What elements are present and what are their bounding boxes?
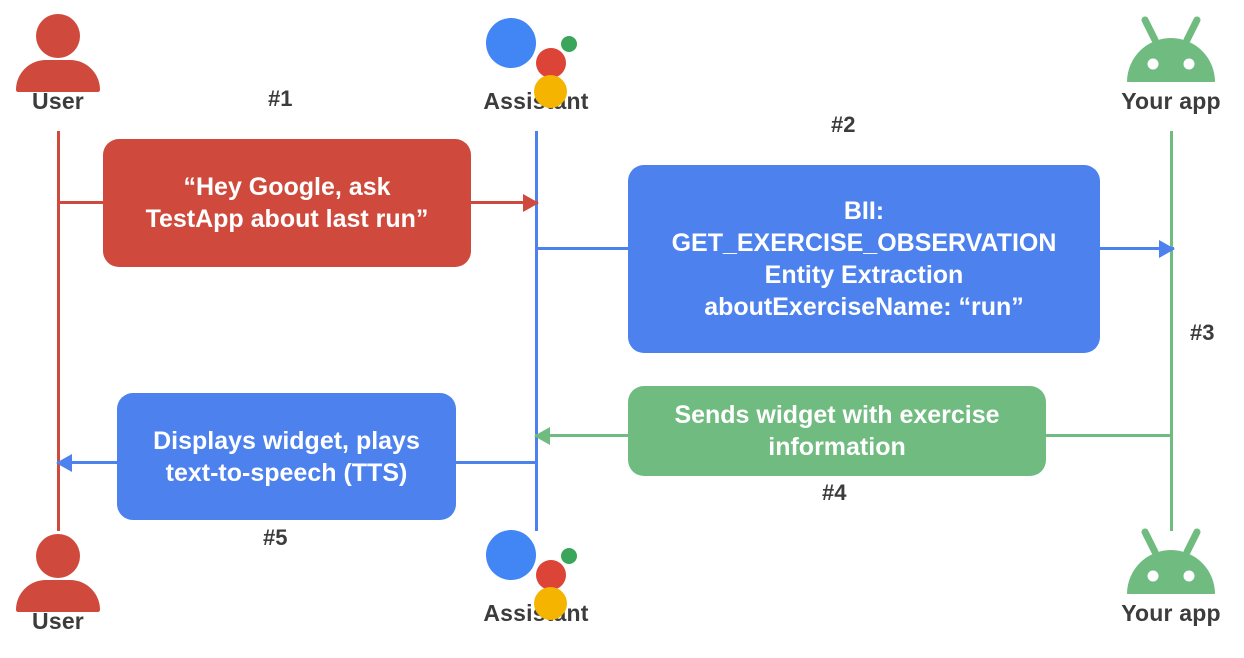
android-robot-icon [1091, 520, 1244, 602]
arrow-step1-to-assistant [466, 193, 539, 212]
actor-your-app-top: Your app [1091, 8, 1244, 113]
lifeline-your-app [1170, 131, 1173, 531]
arrow-step5-to-user [56, 453, 121, 472]
assistant-blue-dot-icon [486, 530, 536, 580]
actor-assistant-bottom: Assistant [456, 520, 616, 625]
lifeline-assistant [535, 131, 538, 531]
connector-assistant-to-step2 [535, 247, 633, 250]
message-box-step5: Displays widget, plays text-to-speech (T… [117, 393, 456, 520]
assistant-green-dot-icon [561, 548, 577, 564]
step-label-2: #2 [831, 112, 856, 137]
assistant-yellow-dot-icon [534, 75, 567, 108]
message-box-step2: BII: GET_EXERCISE_OBSERVATION Entity Ext… [628, 165, 1100, 353]
arrow-step2-to-your-app [1096, 239, 1175, 258]
person-body-icon [16, 60, 100, 92]
step-label-4: #4 [822, 480, 847, 505]
google-assistant-icon [456, 520, 616, 620]
assistant-blue-dot-icon [486, 18, 536, 68]
step-label-3: #3 [1190, 320, 1215, 345]
connector-assistant-to-step5 [452, 461, 537, 464]
actor-label-your-app-bottom: Your app [1121, 600, 1221, 626]
actor-user-bottom: User [0, 528, 138, 633]
assistant-red-dot-icon [536, 560, 566, 590]
google-assistant-icon [456, 8, 616, 108]
step-label-5: #5 [263, 525, 288, 550]
assistant-red-dot-icon [536, 48, 566, 78]
person-icon [0, 8, 138, 92]
connector-your-app-to-step4 [1046, 434, 1172, 437]
android-robot-svg [1127, 16, 1215, 82]
message-box-step4: Sends widget with exercise information [628, 386, 1046, 476]
actor-label-your-app-top: Your app [1121, 88, 1221, 114]
actor-your-app-bottom: Your app [1091, 520, 1244, 625]
step-label-1: #1 [268, 86, 293, 111]
person-head-icon [36, 534, 80, 578]
assistant-yellow-dot-icon [534, 587, 567, 620]
assistant-green-dot-icon [561, 36, 577, 52]
actor-label-user-top: User [32, 88, 84, 114]
actor-user-top: User [0, 8, 138, 113]
android-robot-icon [1091, 8, 1244, 90]
person-body-icon [16, 580, 100, 612]
message-box-step1: “Hey Google, ask TestApp about last run” [103, 139, 471, 267]
actor-label-user-bottom: User [32, 608, 84, 634]
arrow-step4-to-assistant [534, 426, 629, 445]
person-head-icon [36, 14, 80, 58]
lifeline-user [57, 131, 60, 531]
person-icon [0, 528, 138, 612]
connector-user-to-step1 [57, 201, 109, 204]
android-robot-svg [1127, 528, 1215, 594]
actor-assistant-top: Assistant [456, 8, 616, 113]
